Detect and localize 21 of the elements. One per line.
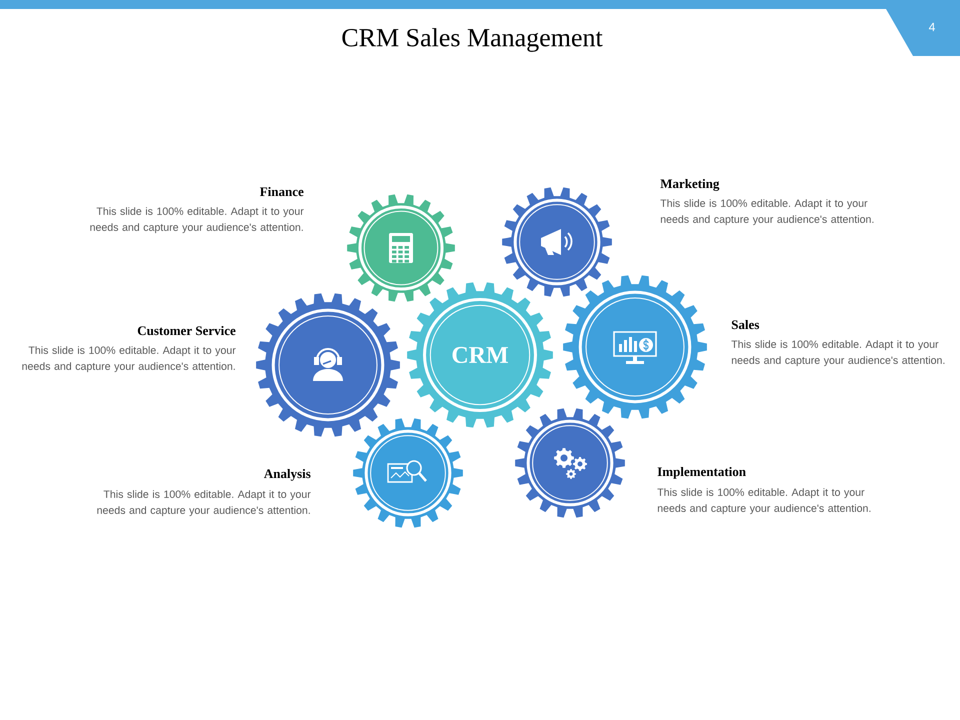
gear: [347, 194, 455, 302]
title: CRM Sales Management: [342, 28, 603, 52]
gear: [256, 293, 400, 437]
description: This slide is 100% editable. Adapt it to your needs and capture your audience's attention.: [657, 488, 870, 514]
gear: [502, 187, 612, 297]
heading: Analysis: [264, 468, 310, 481]
description: This slide is 100% editable. Adapt it to your needs and capture your audience's attention.: [97, 490, 311, 516]
heading: Marketing: [660, 178, 720, 191]
page-number: 4: [928, 22, 935, 32]
gear: [353, 418, 463, 528]
heading: Customer Service: [138, 326, 236, 336]
gear: CRM: [407, 282, 553, 428]
gear: [515, 408, 625, 518]
gear: [563, 275, 707, 419]
heading: Implementation: [658, 466, 746, 479]
heading: Sales: [732, 320, 760, 330]
description: This slide is 100% editable. Adapt it to your needs and capture your audience's attention.: [22, 346, 236, 372]
heading: Finance: [260, 186, 304, 196]
description: This slide is 100% editable. Adapt it to your needs and capture your audience's attention.: [731, 340, 944, 366]
description: This slide is 100% editable. Adapt it to your needs and capture your audience's attention.: [660, 199, 874, 226]
description: This slide is 100% editable. Adapt it to your needs and capture your audience's attention.: [90, 207, 304, 234]
